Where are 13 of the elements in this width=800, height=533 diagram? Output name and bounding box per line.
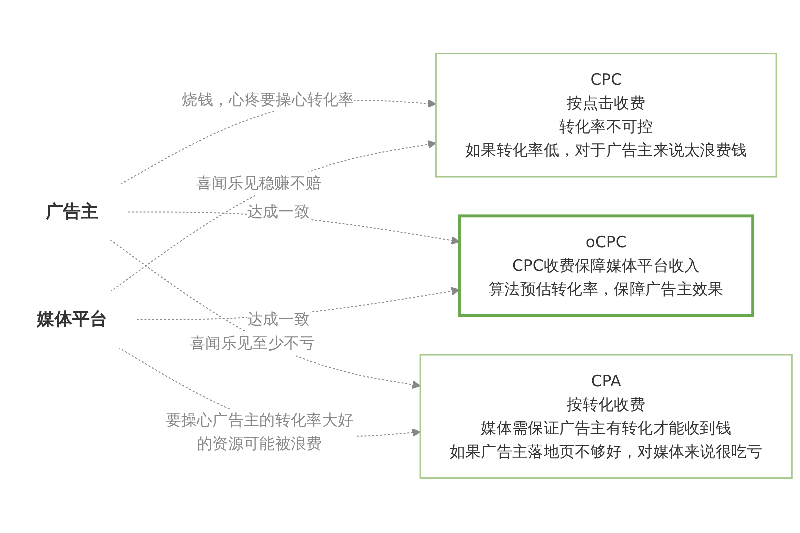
node-text: 媒体平台: [37, 310, 108, 331]
edge-label: 喜闻乐见至少不亏: [190, 334, 316, 354]
arrow: [110, 240, 421, 390]
node-box: CPA 按转化收费 媒体需保证广告主有转化才能收到钱 如果广告主落地页不够好，对媒体来说很吃亏: [420, 354, 793, 480]
arrow: [110, 140, 437, 293]
edge-label: 达成一致: [247, 310, 310, 330]
edge-label: 喜闻乐见稳赚不赔: [196, 174, 322, 193]
edge-label: 达成一致: [247, 202, 310, 222]
edge-label: 烧钱，心疼要操心转化率: [182, 90, 354, 110]
node-box: oCPC CPC收费保障媒体平台收入 算法预估转化率，保障广告主效果: [458, 215, 755, 318]
node-box: CPC 按点击收费 转化率不可控 如果转化率低，对于广告主来说太浪费钱: [435, 54, 778, 178]
edge-label: 要操心广告主的转化率大好的资源可能被浪费: [166, 412, 354, 454]
node-text: 广告主: [46, 202, 99, 223]
